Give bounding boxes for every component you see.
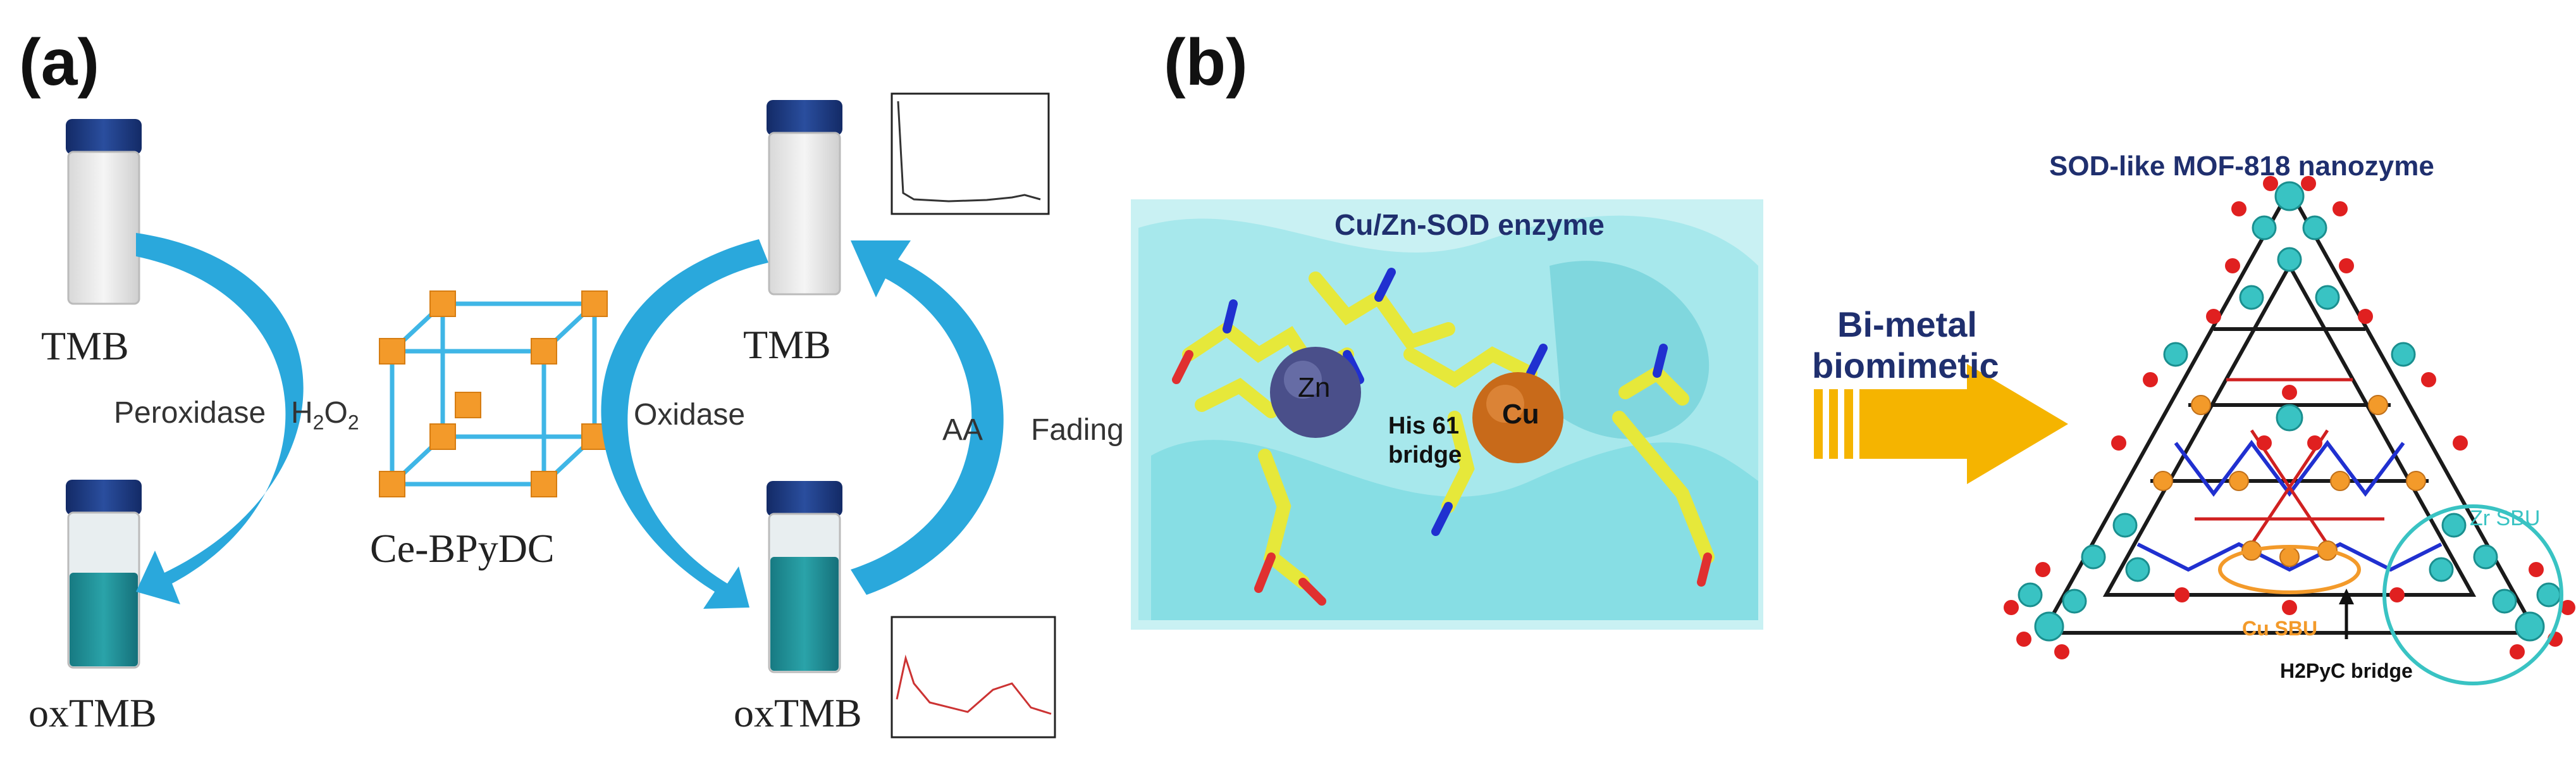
his61-label-1: His 61 bbox=[1388, 413, 1459, 439]
label-aa: AA bbox=[942, 413, 983, 447]
zr-sbu-highlight bbox=[2382, 504, 2563, 685]
mof-title: SOD-like MOF-818 nanozyme bbox=[2049, 151, 2434, 182]
vial-oxtmb-left bbox=[66, 480, 142, 669]
biomimetic-arrow bbox=[1814, 364, 2068, 484]
bridge-label: H2PyC bridge bbox=[2280, 659, 2413, 682]
panel-b-graphics bbox=[1131, 176, 2575, 685]
label-ce-bpydc: Ce-BPyDC bbox=[370, 526, 555, 571]
fading-arrow bbox=[851, 240, 1004, 595]
zn-label: Zn bbox=[1298, 372, 1331, 403]
his61-label-2: bridge bbox=[1388, 442, 1462, 468]
label-peroxidase: Peroxidase bbox=[114, 396, 266, 430]
ce-bpydc-cube-icon bbox=[390, 301, 597, 487]
cu-sbu-highlight bbox=[2218, 545, 2361, 594]
cu-sbu-label: Cu SBU bbox=[2242, 617, 2318, 640]
peroxidase-arrow bbox=[136, 233, 304, 604]
oxidase-arrow bbox=[601, 239, 768, 609]
vial-oxtmb-right bbox=[767, 481, 842, 673]
spectrum-bottom bbox=[891, 616, 1056, 739]
panel-a-graphics bbox=[66, 92, 1056, 739]
label-oxidase: Oxidase bbox=[634, 398, 746, 432]
cu-label: Cu bbox=[1502, 399, 1539, 430]
mof-818-structure bbox=[2004, 176, 2575, 685]
label-h2o2: H2O2 bbox=[291, 396, 359, 434]
label-tmb-left: TMB bbox=[41, 323, 129, 368]
label-oxtmb-right: oxTMB bbox=[734, 690, 862, 735]
zr-sbu-label: Zr SBU bbox=[2470, 506, 2541, 530]
spectrum-top bbox=[891, 92, 1050, 215]
arrow-text-biomimetic: biomimetic bbox=[1812, 346, 1999, 385]
panel-b-label: (b) bbox=[1164, 26, 1248, 99]
panel-a-label: (a) bbox=[19, 26, 100, 99]
enzyme-title: Cu/Zn-SOD enzyme bbox=[1334, 208, 1605, 241]
vial-tmb-right bbox=[767, 100, 842, 296]
label-oxtmb-left: oxTMB bbox=[28, 690, 157, 735]
label-tmb-right: TMB bbox=[743, 322, 831, 367]
arrow-text-bimetal: Bi-metal bbox=[1837, 304, 1977, 344]
sod-enzyme-image bbox=[1131, 199, 1763, 630]
label-fading: Fading bbox=[1031, 413, 1124, 447]
vial-tmb-left bbox=[66, 119, 142, 305]
